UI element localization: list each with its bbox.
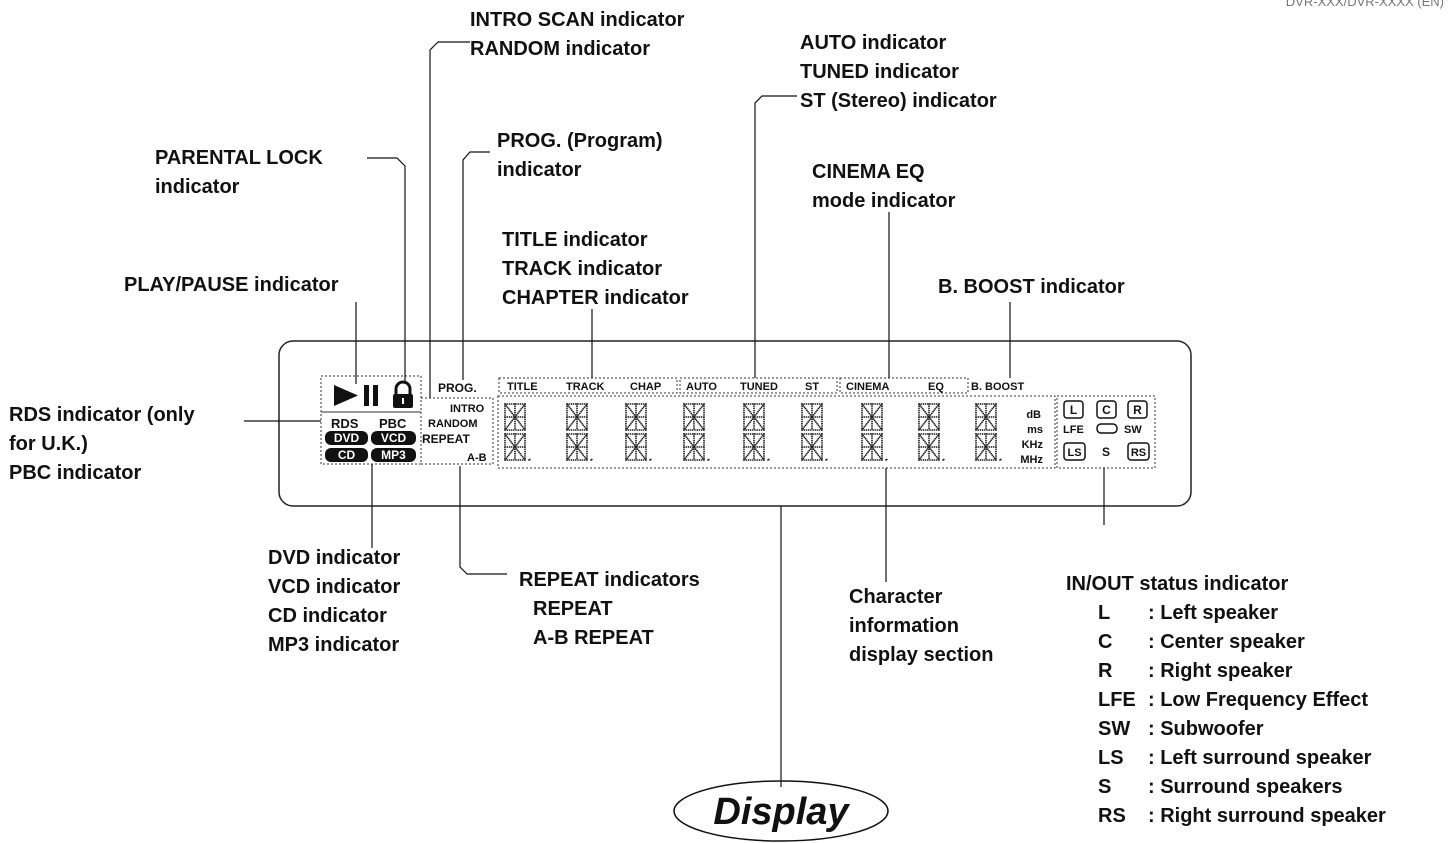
panel-ab: A-B bbox=[467, 452, 487, 464]
panel-track: TRACK bbox=[566, 381, 605, 393]
spk-c: C bbox=[1102, 403, 1111, 417]
leader-lines bbox=[244, 41, 1105, 787]
display-panel-outline bbox=[278, 340, 1192, 507]
panel-unit-mhz: MHz bbox=[1020, 454, 1043, 466]
panel-cd: CD bbox=[338, 448, 356, 462]
panel-rds: RDS bbox=[331, 416, 359, 431]
legend-row: S: Surround speakers bbox=[1098, 776, 1343, 798]
panel-auto: AUTO bbox=[686, 381, 717, 393]
page-header: DVR-XXX/DVR-XXXX (EN) bbox=[1285, 0, 1444, 9]
panel-eq: EQ bbox=[928, 381, 944, 393]
spk-r: R bbox=[1133, 403, 1142, 417]
panel-prog: PROG. bbox=[438, 381, 477, 395]
panel-intro: INTRO bbox=[450, 403, 485, 415]
legend-row: SW: Subwoofer bbox=[1098, 718, 1264, 740]
disc-types-label: DVD indicator VCD indicator CD indicator… bbox=[268, 547, 401, 656]
dotted-group-boxes bbox=[320, 375, 1156, 469]
legend-row: L: Left speaker bbox=[1098, 602, 1279, 624]
panel-unit-db: dB bbox=[1026, 409, 1041, 421]
panel-chap: CHAP bbox=[630, 381, 661, 393]
panel-tuned: TUNED bbox=[740, 381, 778, 393]
legend-row: LFE: Low Frequency Effect bbox=[1098, 689, 1369, 711]
auto-tuned-st-label: AUTO indicator TUNED indicator ST (Stere… bbox=[800, 32, 997, 112]
panel-unit-khz: KHz bbox=[1022, 439, 1044, 451]
panel-bboost: B. BOOST bbox=[971, 381, 1024, 393]
panel-repeat: REPEAT bbox=[422, 432, 470, 446]
display-ellipse bbox=[673, 780, 889, 842]
parental-lock-icon bbox=[393, 380, 413, 408]
panel-random: RANDOM bbox=[428, 418, 478, 430]
panel-title: TITLE bbox=[507, 381, 538, 393]
speaker-status-box bbox=[1063, 400, 1150, 461]
prog-label: PROG. (Program) indicator bbox=[497, 130, 663, 181]
cinema-eq-label: CINEMA EQ mode indicator bbox=[812, 161, 956, 212]
panel-vcd: VCD bbox=[381, 431, 407, 445]
parental-lock-label: PARENTAL LOCK indicator bbox=[155, 147, 323, 198]
legend-row: R: Right speaker bbox=[1098, 660, 1293, 682]
spk-l: L bbox=[1070, 403, 1077, 417]
rds-pbc-label: RDS indicator (only for U.K.) PBC indica… bbox=[9, 404, 195, 484]
repeat-label: REPEAT indicators REPEAT A-B REPEAT bbox=[519, 569, 700, 649]
b-boost-label: B. BOOST indicator bbox=[938, 276, 1125, 298]
panel-st: ST bbox=[805, 381, 819, 393]
in-out-title: IN/OUT status indicator bbox=[1066, 573, 1289, 595]
play-pause-label: PLAY/PAUSE indicator bbox=[124, 274, 339, 296]
disc-badges: DVD VCD CD MP3 bbox=[325, 431, 416, 462]
in-out-legend: IN/OUT status indicator L: Left speaker … bbox=[1066, 570, 1386, 831]
character-cells bbox=[504, 403, 1002, 461]
panel-mp3: MP3 bbox=[381, 448, 406, 462]
panel-unit-ms: ms bbox=[1027, 424, 1043, 436]
panel-cinema: CINEMA bbox=[846, 381, 889, 393]
spk-sw: SW bbox=[1124, 424, 1142, 436]
intro-scan-label: INTRO SCAN indicator RANDOM indicator bbox=[470, 9, 685, 60]
legend-row: RS: Right surround speaker bbox=[1098, 805, 1386, 827]
spk-s: S bbox=[1102, 445, 1110, 459]
character-info-label: Character information display section bbox=[849, 586, 994, 666]
legend-row: C: Center speaker bbox=[1098, 631, 1305, 653]
legend-row: LS: Left surround speaker bbox=[1098, 747, 1372, 769]
spk-lfe: LFE bbox=[1063, 424, 1084, 436]
play-pause-icon bbox=[334, 385, 378, 406]
spk-ls: LS bbox=[1067, 447, 1081, 459]
display-title: Display bbox=[713, 791, 849, 833]
title-track-chapter-label: TITLE indicator TRACK indicator CHAPTER … bbox=[502, 229, 689, 309]
panel-pbc: PBC bbox=[379, 416, 407, 431]
panel-dvd: DVD bbox=[334, 431, 360, 445]
spk-rs: RS bbox=[1131, 447, 1146, 459]
